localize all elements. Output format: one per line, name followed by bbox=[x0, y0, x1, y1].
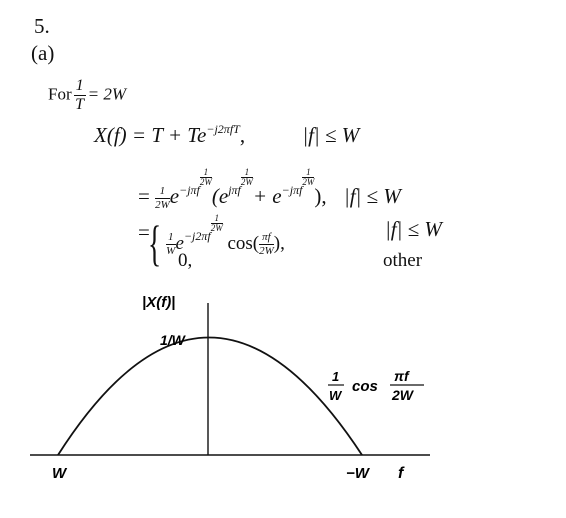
given-prefix: For bbox=[48, 84, 72, 104]
case-2-value: 0, bbox=[178, 250, 193, 271]
line3-equals: = bbox=[138, 220, 150, 244]
line2-plus: + e bbox=[252, 184, 282, 208]
annot-coef-num: 1 bbox=[332, 369, 339, 384]
line2-equals: = bbox=[138, 184, 150, 208]
piecewise-brace: { bbox=[148, 215, 162, 271]
case1-coef-num: 1 bbox=[166, 231, 176, 246]
annot-coef-den: W bbox=[329, 388, 343, 403]
line2-condition: |f| ≤ W bbox=[343, 184, 401, 208]
case-1-condition: |f| ≤ W bbox=[385, 217, 442, 241]
line2-paren-open: (e bbox=[211, 184, 229, 208]
case-2-condition: other bbox=[383, 250, 423, 271]
ylabel: |X(f)| bbox=[142, 294, 175, 311]
xlabel: f bbox=[398, 465, 405, 482]
given-rhs: = 2W bbox=[87, 84, 127, 104]
annot-arg-den: 2W bbox=[391, 387, 415, 403]
case1-e: e bbox=[175, 233, 184, 254]
annot-arg-num: πf bbox=[394, 368, 410, 384]
problem-number: 5. bbox=[34, 14, 50, 38]
line1-comma: , bbox=[239, 123, 246, 147]
line2-coef-num: 1 bbox=[155, 185, 170, 199]
cosine-curve bbox=[57, 336, 363, 456]
left-tick-label: W bbox=[52, 465, 68, 482]
given-frac-num: 1 bbox=[73, 77, 86, 96]
line1-lhs: X(f) = T + Te bbox=[94, 123, 207, 147]
curve-annotation: 1 W cos πf 2W bbox=[328, 368, 424, 403]
line2-coef-den: 2W bbox=[155, 198, 170, 211]
line2-e: e bbox=[169, 184, 180, 208]
equation-line-1: X(f) = T + Te−j2πfT, |f| ≤ W bbox=[94, 122, 359, 148]
case1-coef-den: W bbox=[166, 245, 176, 258]
part-label: (a) bbox=[31, 41, 55, 65]
peak-label: 1/W bbox=[160, 332, 187, 348]
annot-cos: cos bbox=[352, 378, 378, 395]
line1-exponent: −j2πfT bbox=[206, 122, 240, 136]
line2-paren-close: ), bbox=[314, 184, 327, 208]
case1-close: ), bbox=[273, 233, 285, 254]
right-tick-label: −W bbox=[346, 465, 371, 482]
line1-condition: |f| ≤ W bbox=[302, 123, 360, 147]
case1-cos: cos( bbox=[227, 233, 260, 254]
given-frac-den: T bbox=[75, 96, 85, 113]
